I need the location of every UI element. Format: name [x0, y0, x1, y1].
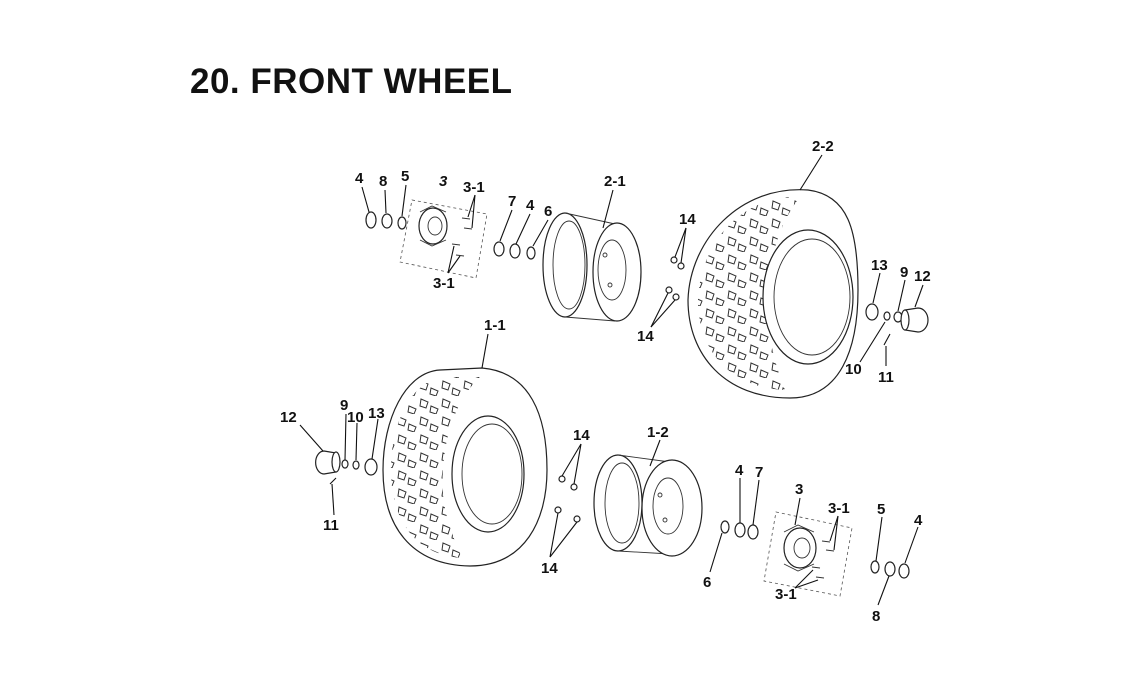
upper-lug-nuts	[665, 256, 685, 301]
label-4-lower: 4	[735, 462, 744, 479]
label-11-upper: 11	[878, 369, 894, 386]
lower-bearing-left	[720, 520, 759, 540]
label-2-1: 2-1	[604, 173, 626, 190]
upper-rim	[542, 212, 642, 322]
label-10-upper: 10	[845, 361, 862, 378]
label-8-upper: 8	[379, 173, 387, 190]
lower-lug-nuts	[554, 475, 581, 523]
label-3-upper: 3	[439, 173, 448, 190]
label-12-lower: 12	[280, 409, 297, 426]
lower-hub-box	[763, 511, 853, 597]
upper-bearing-left	[365, 211, 407, 230]
label-13-upper: 13	[871, 257, 888, 274]
upper-tire	[687, 189, 859, 399]
upper-bearing-right	[493, 241, 536, 260]
label-14-upper-top: 14	[679, 211, 696, 228]
label-7-lower: 7	[755, 464, 763, 481]
label-11-lower: 11	[323, 517, 339, 534]
lower-axle-parts	[315, 450, 378, 485]
page-title: 20. FRONT WHEEL	[190, 62, 513, 101]
label-13-lower: 13	[368, 405, 385, 422]
label-5-lower: 5	[877, 501, 885, 518]
label-14-lower-bottom: 14	[541, 560, 558, 577]
label-4-upper-b: 4	[526, 197, 535, 214]
label-1-1: 1-1	[484, 317, 506, 334]
label-4-upper: 4	[355, 170, 364, 187]
label-7-upper: 7	[508, 193, 516, 210]
lower-tire	[382, 367, 548, 567]
upper-hub-box	[399, 199, 488, 279]
leader-lines	[299, 154, 924, 606]
label-4-lower-b: 4	[914, 512, 923, 529]
label-14-upper-bottom: 14	[637, 328, 654, 345]
label-3-1-lower-top: 3-1	[828, 500, 850, 517]
label-5-upper: 5	[401, 168, 409, 185]
upper-studs	[451, 217, 473, 257]
label-1-2: 1-2	[647, 424, 669, 441]
label-3-1-lower-bottom: 3-1	[775, 586, 797, 603]
label-9-upper: 9	[900, 264, 908, 281]
label-14-lower-top: 14	[573, 427, 590, 444]
label-3-1-upper-top: 3-1	[463, 179, 485, 196]
upper-axle-parts	[865, 303, 929, 346]
lower-hub	[783, 524, 817, 572]
label-12-upper: 12	[914, 268, 931, 285]
label-6-upper: 6	[544, 203, 552, 220]
lower-rim	[593, 454, 703, 557]
label-3-lower: 3	[795, 481, 803, 498]
label-2-2: 2-2	[812, 138, 834, 155]
lower-studs	[811, 540, 835, 579]
part-labels: 4 8 5 3 3-1 3-1 7 4 6 2-1 14 14 2-2 13 9…	[280, 138, 931, 625]
upper-hub	[418, 205, 448, 247]
label-6-lower: 6	[703, 574, 711, 591]
label-10-lower: 10	[347, 409, 364, 426]
label-3-1-upper-bottom: 3-1	[433, 275, 455, 292]
label-9-lower: 9	[340, 397, 348, 414]
label-8-lower: 8	[872, 608, 880, 625]
lower-bearing-right	[870, 560, 910, 579]
